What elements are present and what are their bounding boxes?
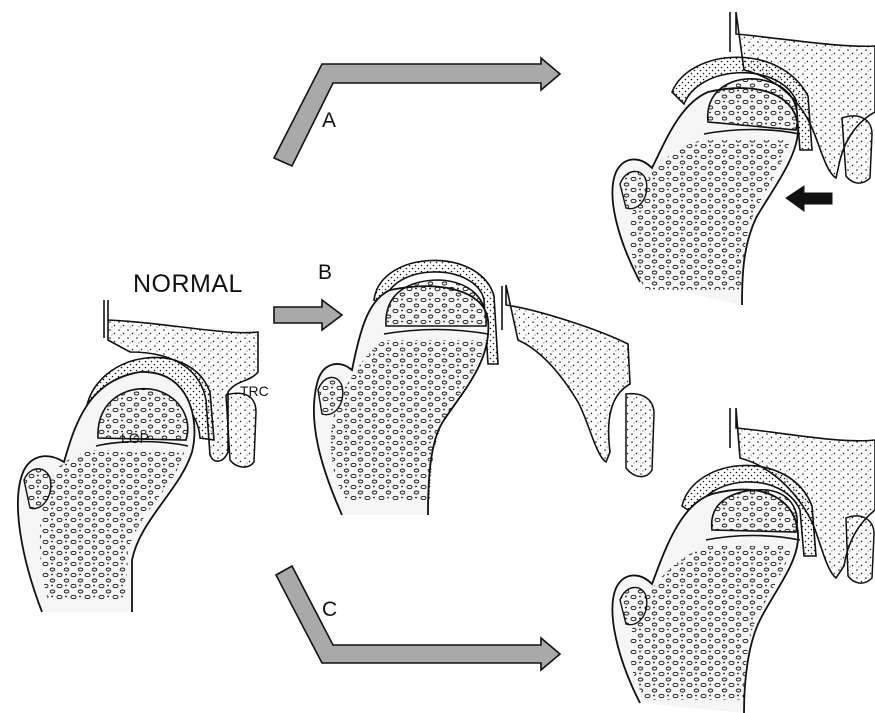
b-epiphysis	[386, 280, 486, 326]
hip-a	[612, 12, 875, 305]
arrow-b-icon	[274, 300, 342, 330]
label-c: C	[322, 599, 337, 620]
b-teardrop	[626, 394, 654, 477]
label-lgp: LGP	[121, 431, 149, 445]
b-acetabulum	[506, 285, 630, 462]
c-metaphysis	[630, 546, 792, 700]
label-b: B	[318, 262, 332, 283]
indicator-left-arrow	[786, 186, 832, 211]
bent-arrow-c-icon	[276, 566, 560, 670]
bent-arrow-a-icon	[274, 58, 560, 166]
c-teardrop	[846, 516, 874, 583]
normal-teardrop	[226, 393, 256, 467]
label-trc: TRC	[240, 384, 269, 398]
label-a: A	[322, 110, 336, 131]
hip-b	[314, 260, 654, 515]
normal-hip	[18, 300, 258, 612]
normal-label: NORMAL	[133, 272, 243, 297]
a-teardrop	[842, 116, 872, 183]
normal-metaphysis	[40, 450, 184, 600]
